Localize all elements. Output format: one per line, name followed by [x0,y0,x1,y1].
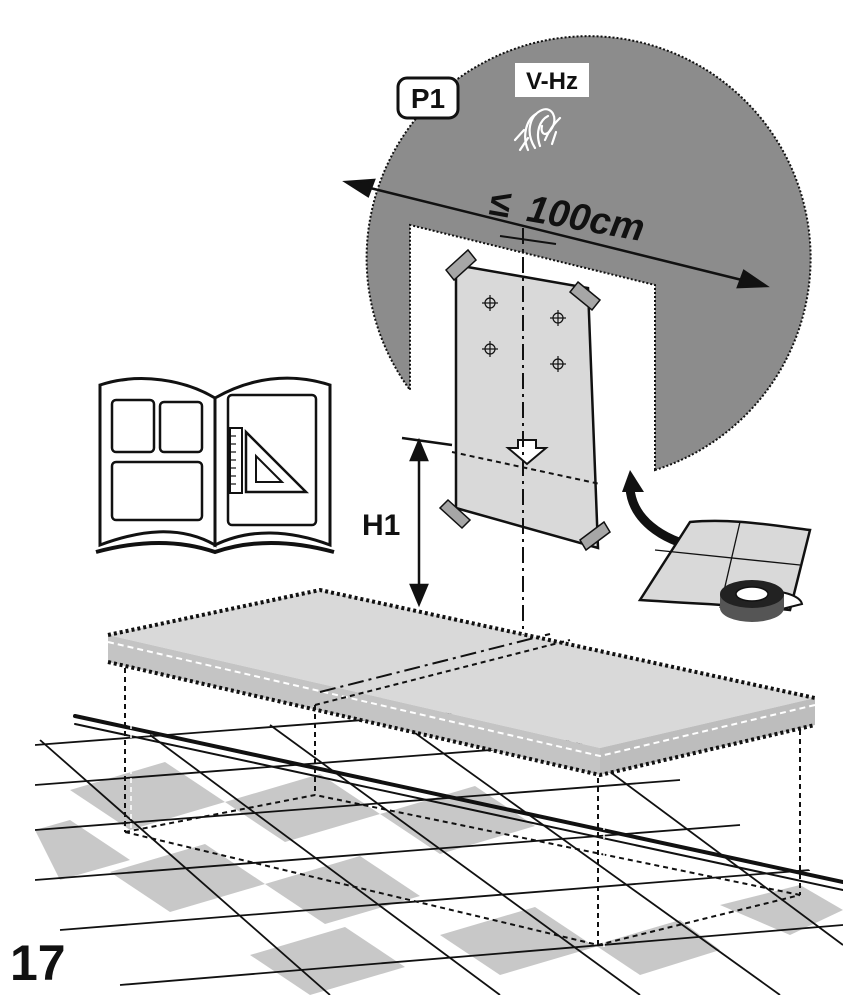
height-label: H1 [362,509,400,542]
power-supply-label: V-Hz [515,63,589,97]
height-dimension [401,436,453,608]
instruction-manual-icon [95,376,335,555]
centre-mark [499,235,557,245]
zone-badge: P1 [396,76,460,120]
adhesive-tape-icon [720,580,804,622]
cable-bundle-icon [513,108,562,152]
paper-template-icon [438,248,611,552]
wall-zone-shape [365,35,812,472]
cabinet-outline-white [130,670,605,948]
floor-tiles [35,704,843,995]
power-label: V-Hz [526,68,578,95]
zone-label: P1 [411,83,445,114]
distance-arrow [342,178,770,289]
step-number: 17 [10,935,66,991]
worktop [107,587,816,778]
wall-floor-edge [73,714,843,891]
cabinet-outline [124,639,801,947]
